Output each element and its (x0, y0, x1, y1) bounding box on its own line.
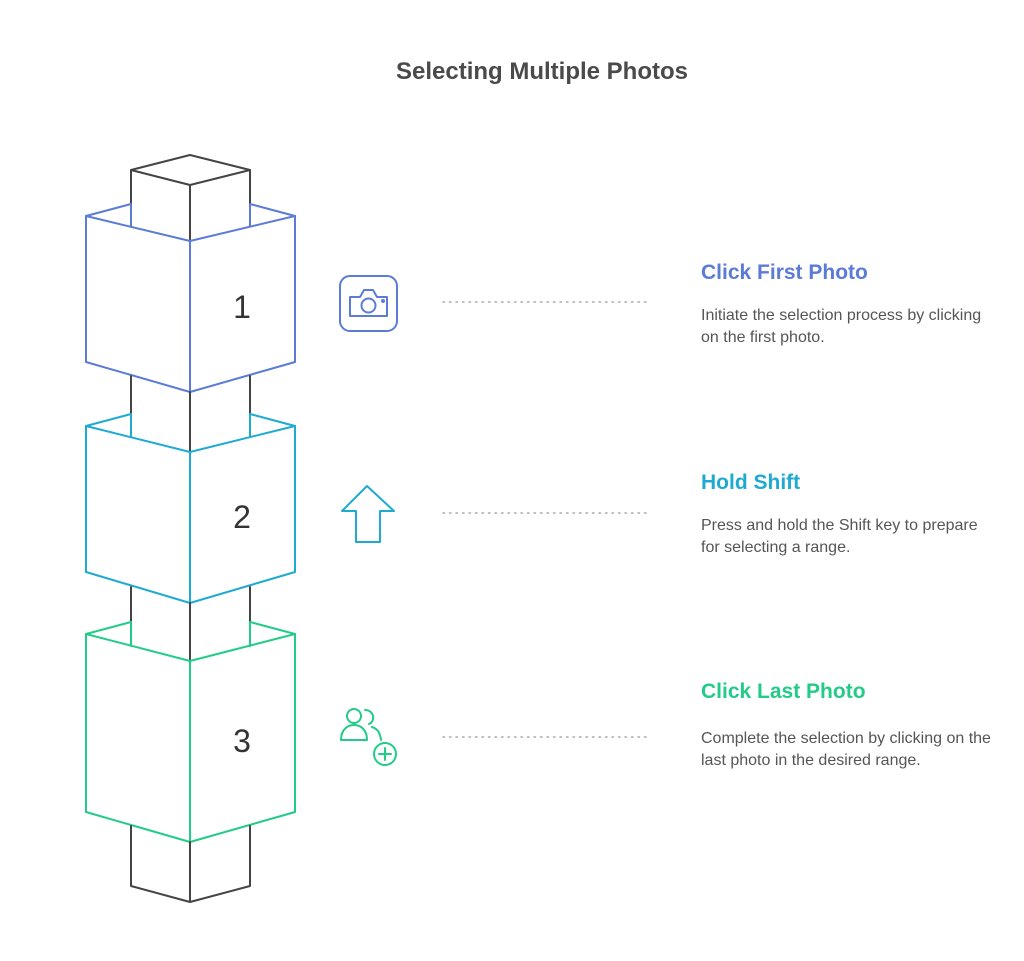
diagram-title: Selecting Multiple Photos (395, 58, 689, 85)
camera-icon (339, 275, 398, 332)
step-number-1: 1 (233, 289, 251, 325)
step-number-3: 3 (233, 723, 251, 759)
step-title-1: Click First Photo (701, 261, 868, 284)
step-description-3: Complete the selection by clicking on th… (701, 730, 991, 769)
shaft-middle-2 (130, 586, 251, 662)
leader-lines (442, 301, 652, 738)
add-users-icon (340, 708, 397, 766)
step-title-3: Click Last Photo (701, 680, 866, 703)
shaft-middle-1 (130, 375, 251, 453)
arrow-up-icon (341, 485, 395, 543)
step-description-1: Initiate the selection process by clicki… (701, 307, 982, 346)
step-description-2: Press and hold the Shift key to prepare … (701, 517, 978, 556)
step-number-2: 2 (233, 499, 251, 535)
shaft-bottom (130, 825, 251, 903)
step-title-2: Hold Shift (701, 471, 801, 494)
shaft-top (130, 154, 251, 242)
